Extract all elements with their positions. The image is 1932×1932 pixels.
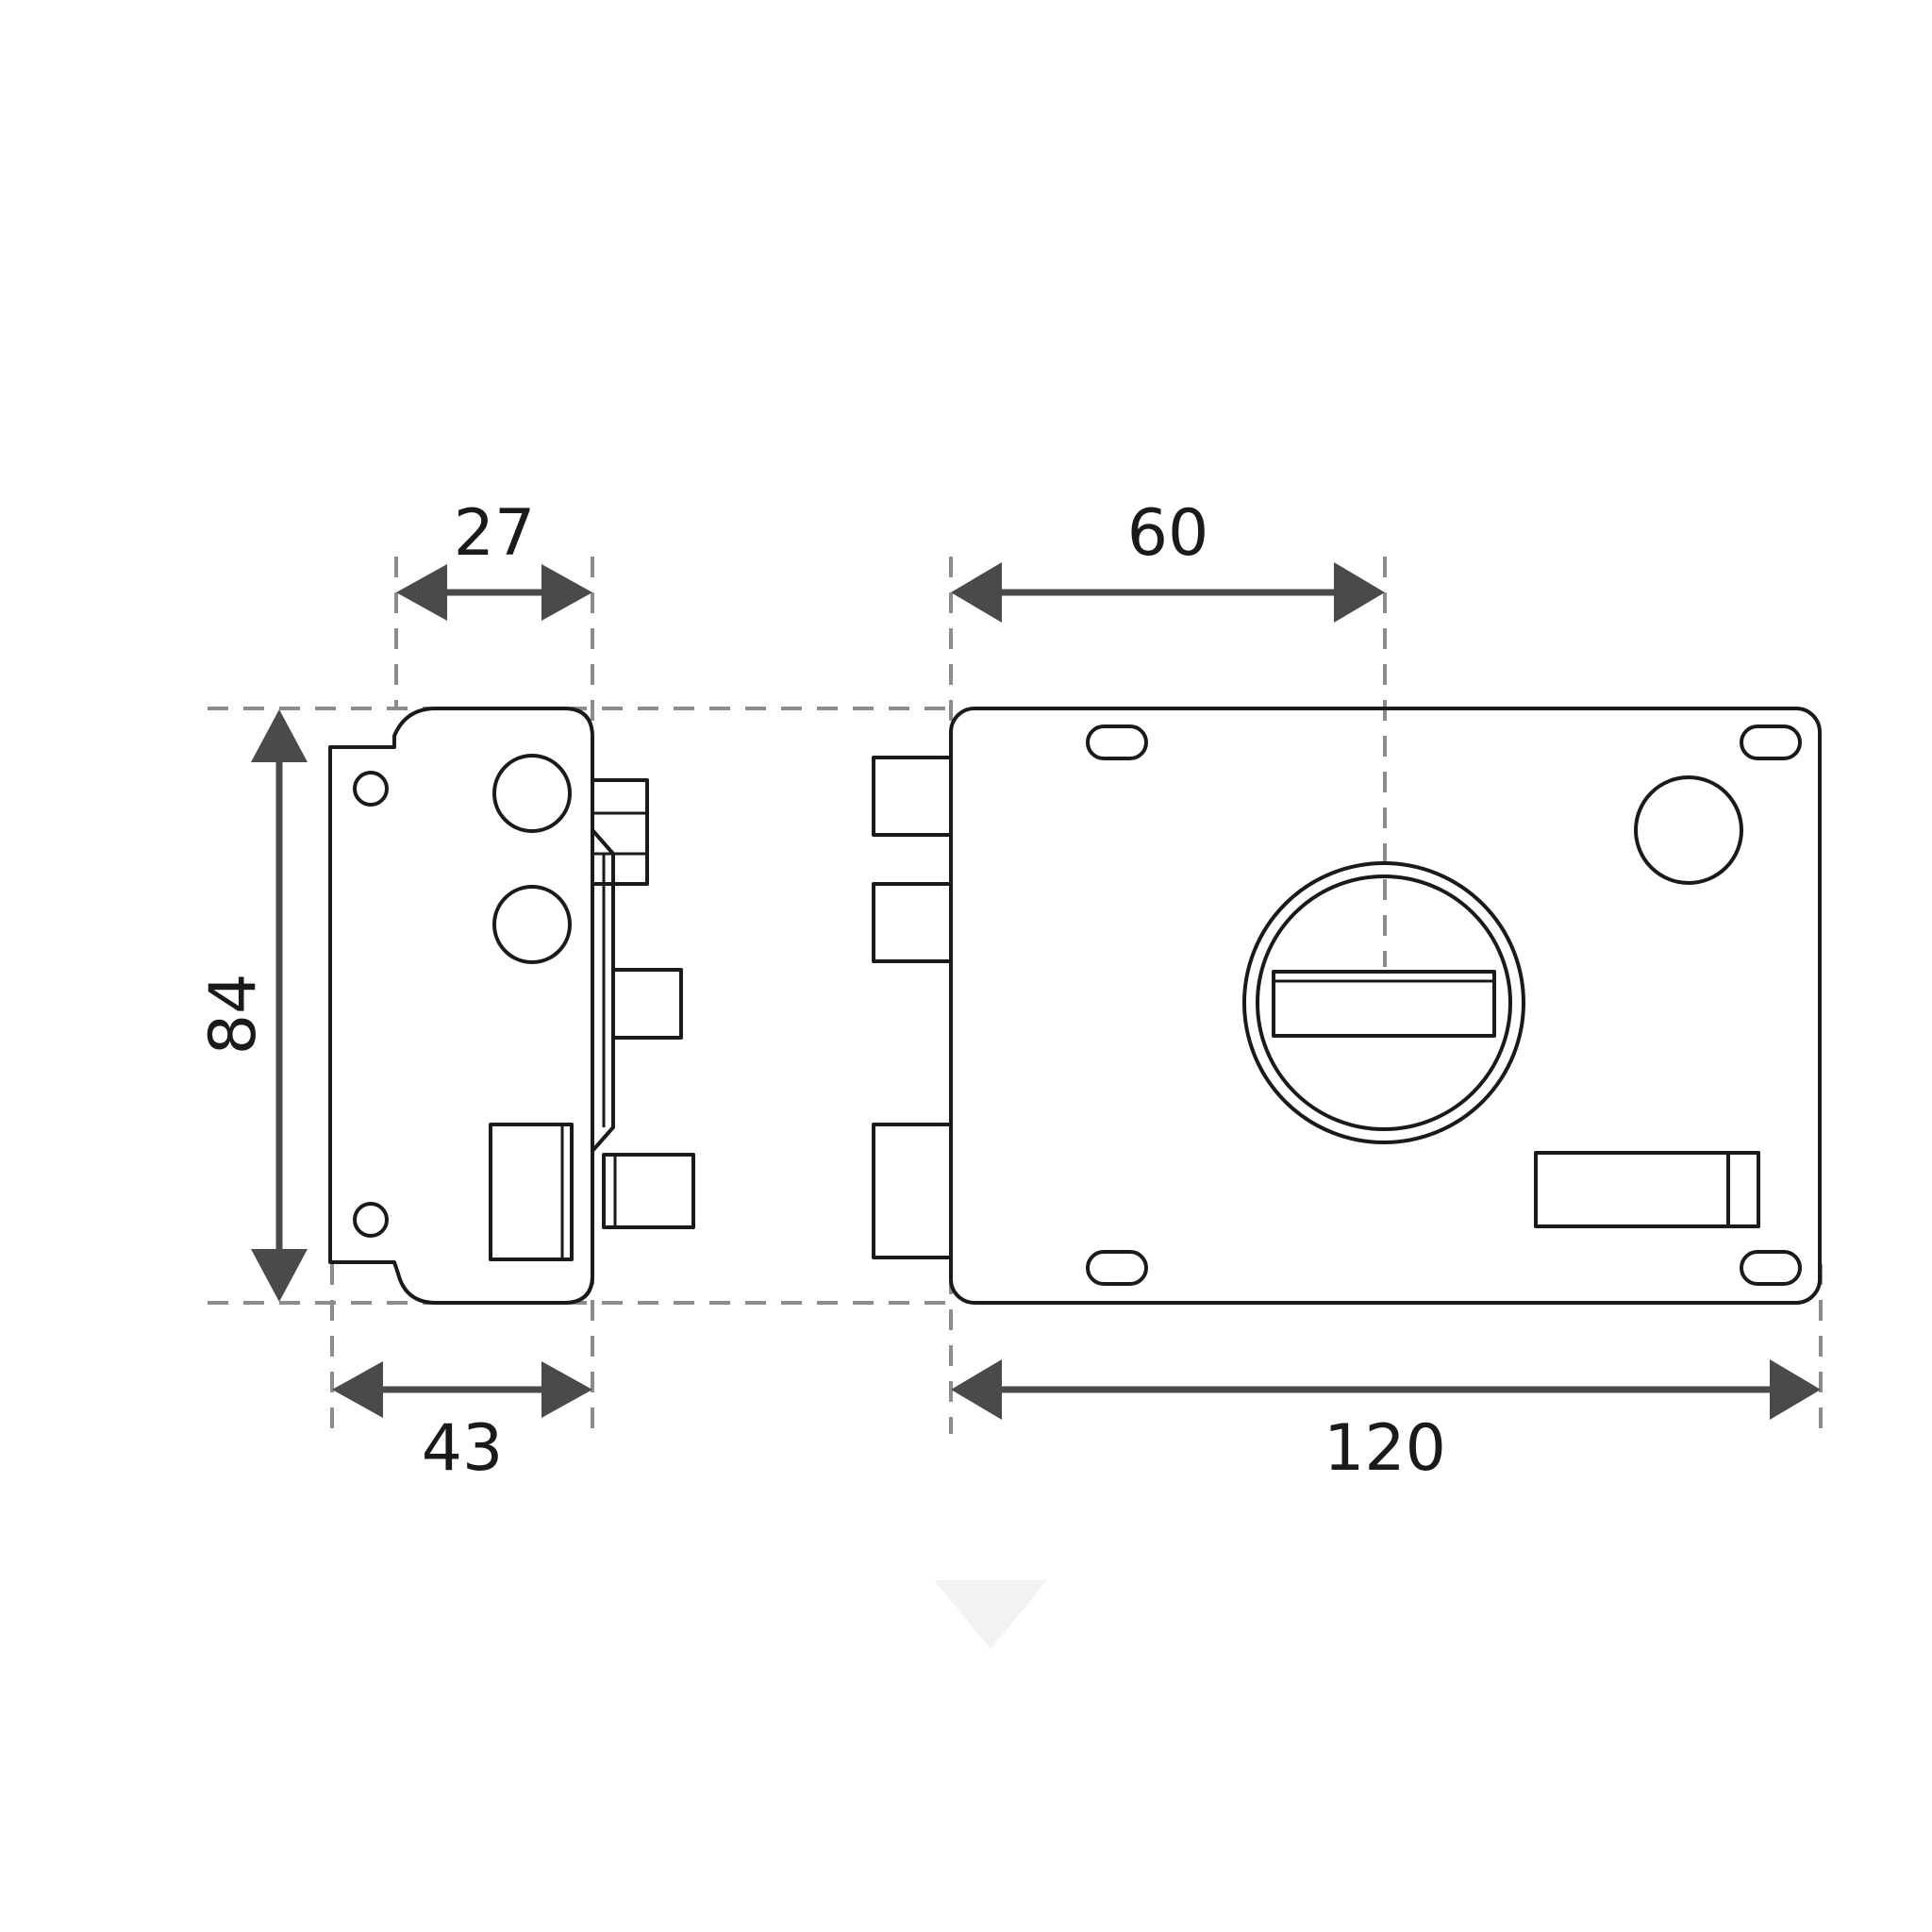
side-bolt-top [591,778,649,886]
side-view [328,707,695,1305]
dim-120-arrow-left [951,1359,1002,1420]
side-cylinder-hole-top [492,754,572,833]
dim-60-arrow-right [1334,562,1385,623]
side-latch-housing [489,1123,574,1261]
front-indicator-tab [1726,1151,1760,1228]
dim-84-arrow-top [251,709,308,762]
front-bolt-top [872,756,953,837]
dim-60-arrow-left [951,562,1002,623]
dim-84-arrow-bottom [251,1249,308,1302]
side-screw-hole-top [353,771,389,807]
dim-27-arrow-left [396,564,447,621]
dimension-84: 84 [196,709,308,1302]
dim-43-arrow-left [332,1361,383,1418]
dim-27-arrow-right [541,564,592,621]
side-body-outline [328,707,594,1305]
dim-43-label: 43 [422,1411,504,1486]
dimension-60: 60 [951,496,1385,623]
dimension-120: 120 [951,1359,1821,1486]
front-case-outline [949,707,1822,1305]
faint-triangle-mark [934,1580,1047,1649]
front-bolt-middle [872,882,953,963]
front-view [872,707,1822,1305]
front-knob-inner-ring [1256,874,1512,1131]
dim-60-label: 60 [1127,496,1209,571]
front-mount-slot-bottom-left [1086,1250,1148,1286]
front-cylinder-hole [1634,775,1743,885]
front-indicator-window [1534,1151,1760,1228]
dim-27-label: 27 [454,496,536,571]
front-mount-slot-top-left [1086,724,1148,760]
front-bolt-bottom [872,1123,953,1259]
front-mount-slot-bottom-right [1740,1250,1802,1286]
dim-43-arrow-right [541,1361,592,1418]
side-bolt-bottom [602,1153,695,1229]
dimension-43: 43 [332,1361,592,1486]
side-cylinder-hole-bottom [492,885,572,964]
dim-120-label: 120 [1324,1411,1446,1486]
side-screw-hole-bottom [353,1202,389,1238]
dim-84-label: 84 [196,974,271,1056]
front-knob-outer-ring [1242,861,1525,1144]
front-mount-slot-top-right [1740,724,1802,760]
front-knob-handle [1272,970,1496,1038]
dim-120-arrow-right [1770,1359,1821,1420]
side-bolt-middle [611,968,683,1040]
dimension-27: 27 [396,496,592,621]
